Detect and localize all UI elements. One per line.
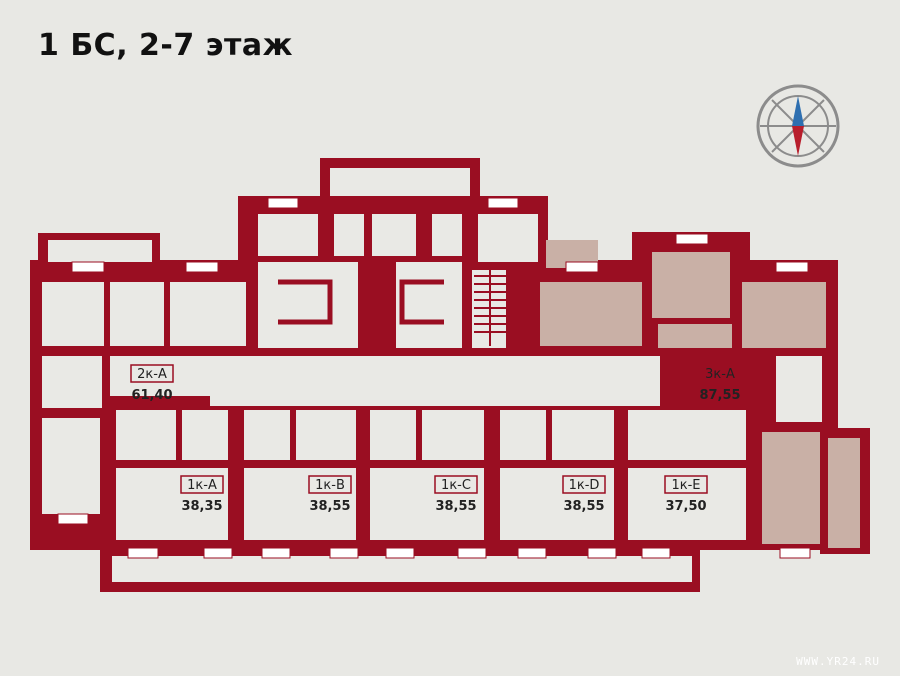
- room-interiors: [42, 168, 822, 582]
- apartment-label[interactable]: 1к-D 38,55: [562, 475, 606, 514]
- apartment-code-box: [434, 475, 478, 494]
- stair-steps: [474, 270, 506, 346]
- apartment-3k-a-highlight[interactable]: [540, 240, 860, 548]
- windows: [57, 197, 811, 559]
- apartment-code-box: [664, 475, 708, 494]
- apartment-label[interactable]: 1к-E 37,50: [664, 475, 708, 514]
- apartment-code: 1к-D: [569, 478, 600, 493]
- apartment-code: 2к-A: [137, 367, 167, 382]
- apartment-label[interactable]: 1к-C 38,55: [434, 475, 478, 514]
- apartment-area: 38,55: [435, 499, 476, 514]
- apartment-code-box: [180, 475, 224, 494]
- apartment-code: 1к-C: [441, 478, 471, 493]
- apartment-code: 1к-B: [315, 478, 345, 493]
- apartment-label[interactable]: 1к-B 38,55: [308, 475, 352, 514]
- apartment-labels: 2к-A61,403к-A87,551к-A38,351к-B38,551к-C…: [130, 364, 742, 514]
- apartment-code-box: [308, 475, 352, 494]
- apartment-code: 1к-E: [671, 478, 700, 493]
- apartment-code: 3к-A: [705, 367, 735, 382]
- watermark: WWW.YR24.RU: [796, 655, 880, 668]
- apartment-code-box: [130, 364, 174, 383]
- apartment-area: 37,50: [665, 499, 706, 514]
- apartment-label[interactable]: 1к-A 38,35: [180, 475, 224, 514]
- compass-rose-icon: [756, 84, 840, 168]
- apartment-code: 1к-A: [187, 478, 217, 493]
- apartment-label[interactable]: 3к-A 87,55: [698, 364, 742, 403]
- apartment-area: 61,40: [131, 388, 172, 403]
- apartment-area: 87,55: [699, 388, 740, 403]
- stair-and-elevator: [278, 279, 444, 325]
- apartment-code-box: [562, 475, 606, 494]
- apartment-label[interactable]: 2к-A 61,40: [130, 364, 174, 403]
- page-title: 1 БС, 2-7 этаж: [38, 28, 293, 63]
- apartment-code-box: [698, 364, 742, 383]
- apartment-area: 38,55: [563, 499, 604, 514]
- apartment-area: 38,55: [309, 499, 350, 514]
- apartment-area: 38,35: [181, 499, 222, 514]
